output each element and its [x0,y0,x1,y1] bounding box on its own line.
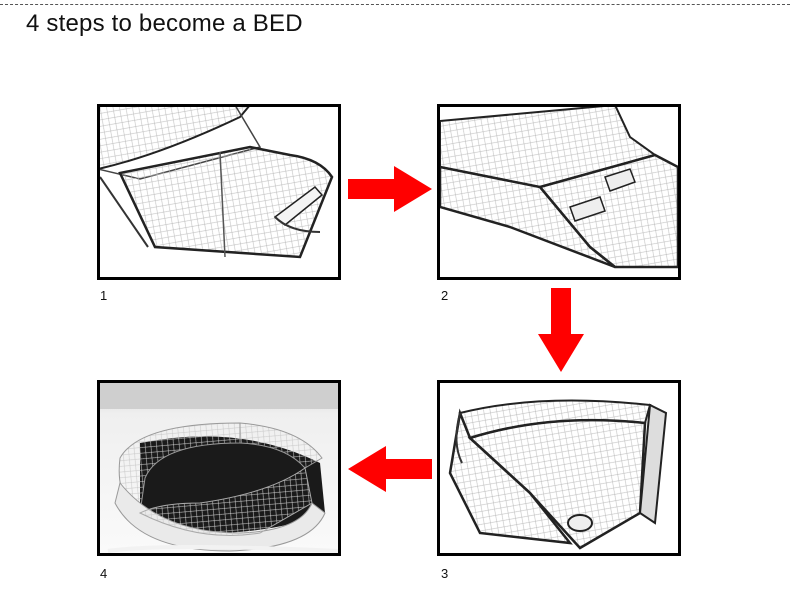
page-title: 4 steps to become a BED [26,10,303,37]
pet-bed-photo [100,383,338,553]
step-1-number: 1 [100,288,108,303]
quilted-cover-folding-illustration [440,107,678,269]
step-2-number: 2 [441,288,449,303]
quilted-cover-flat-illustration [100,107,334,259]
step-3-image [437,380,681,556]
step-4-number: 4 [100,566,108,581]
quilted-cover-folded-illustration [448,399,668,550]
step-3-number: 3 [441,566,449,581]
dashed-top-border [0,4,790,5]
arrow-right-icon [348,166,432,212]
step-2-image [437,104,681,280]
step-4-image [97,380,341,556]
step-1-image [97,104,341,280]
arrow-left-icon [348,446,432,492]
arrow-down-icon [538,288,584,372]
